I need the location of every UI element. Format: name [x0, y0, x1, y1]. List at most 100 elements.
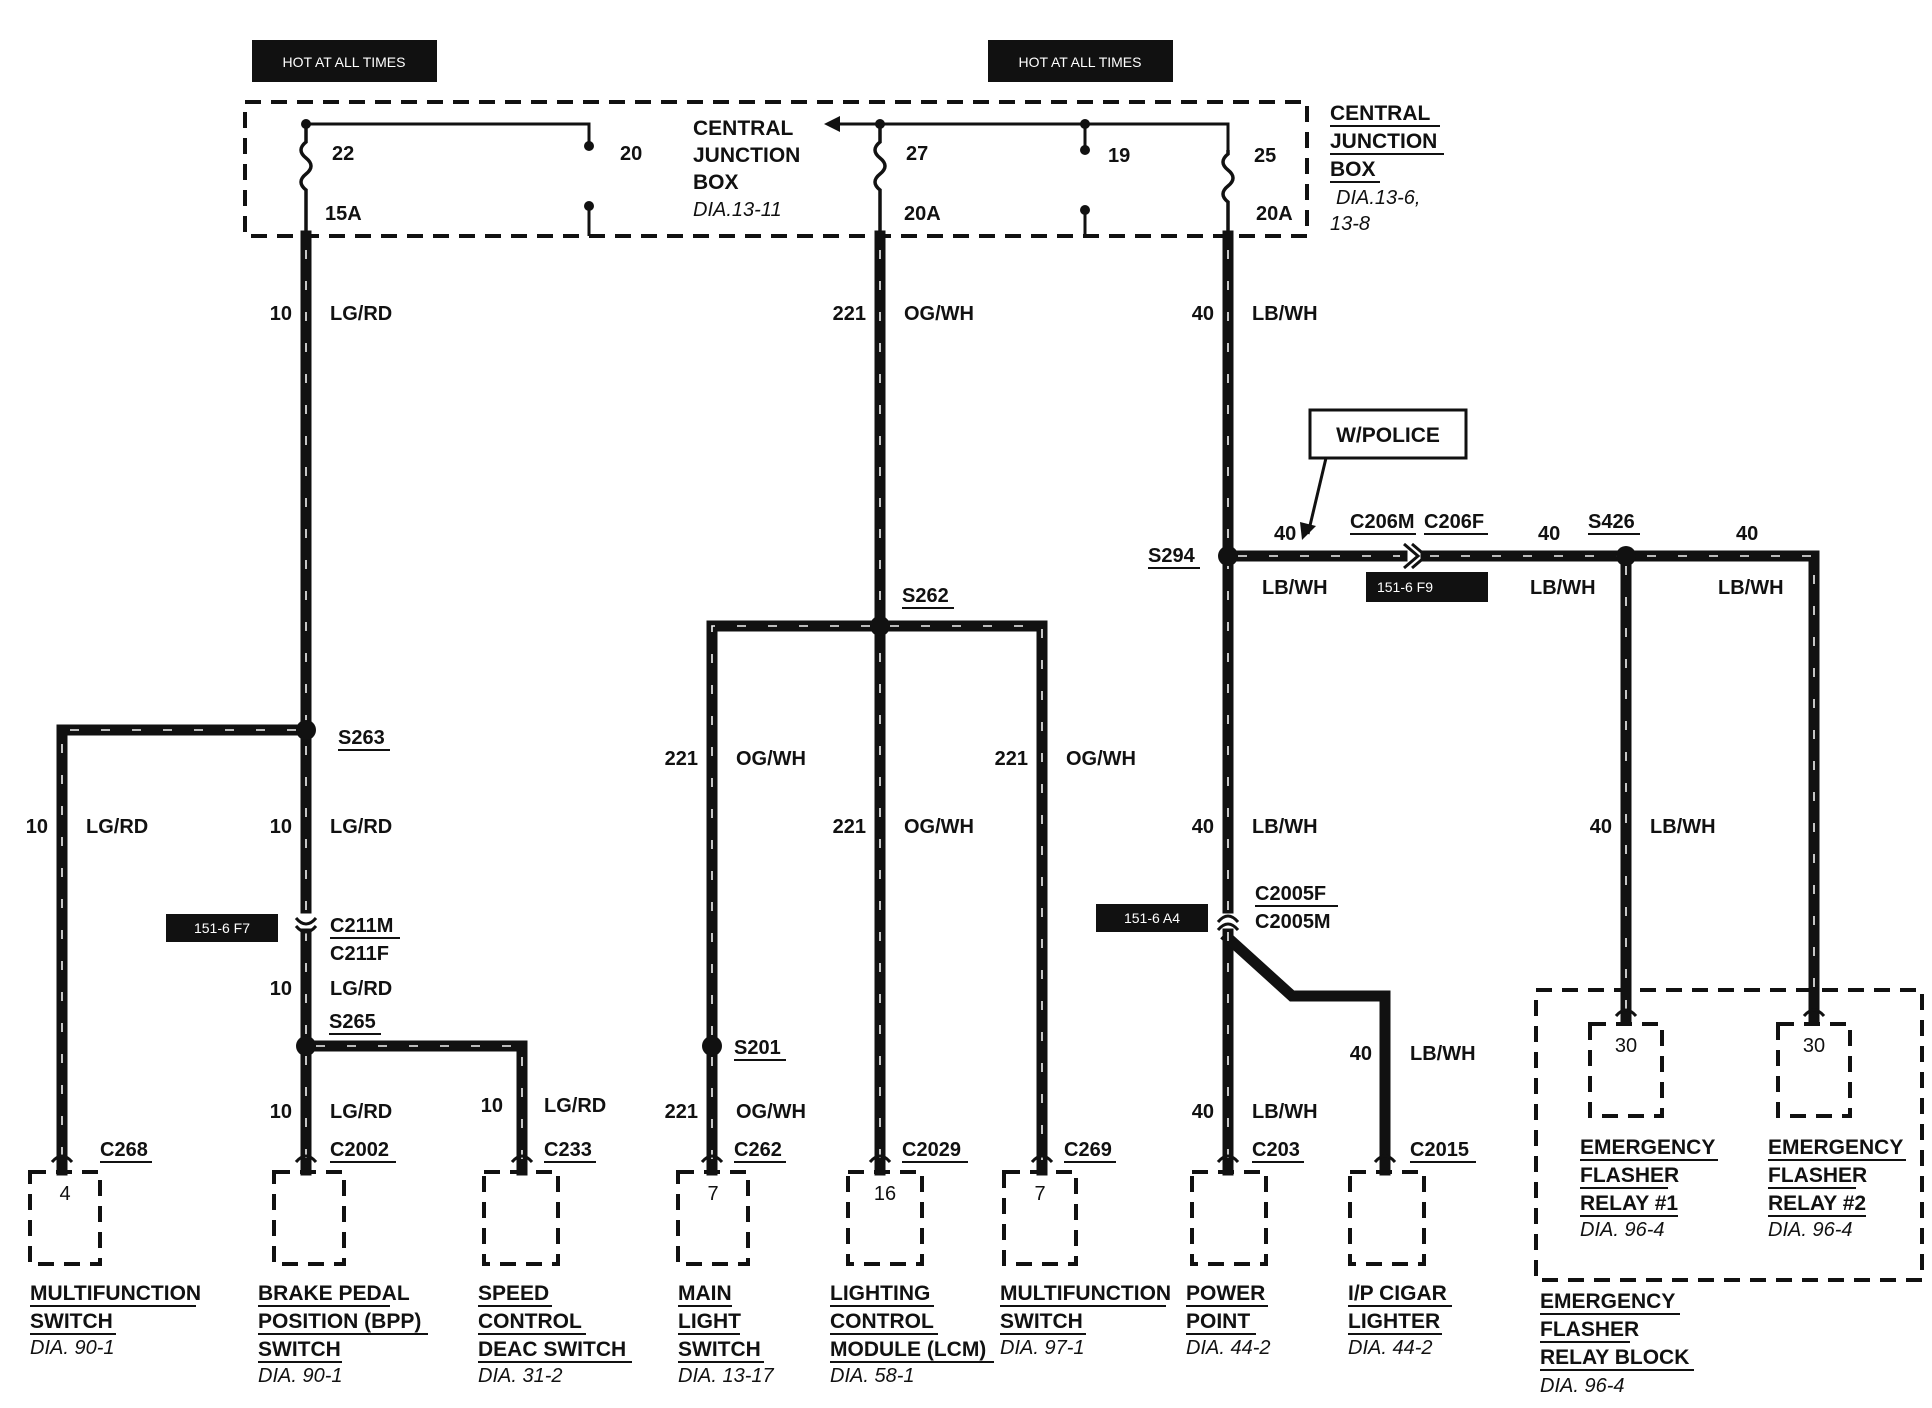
relay-2-name-1: EMERGENCY	[1768, 1136, 1903, 1159]
police-option-arrow-head	[1300, 522, 1316, 540]
relay-1-name-2: FLASHER	[1580, 1164, 1679, 1187]
splice-s262	[870, 616, 890, 636]
splice-s426-label: S426	[1588, 511, 1635, 533]
component-c269-connector: C269	[1064, 1139, 1112, 1161]
hot-tag-right: HOT AT ALL TIMES	[988, 40, 1173, 82]
wire-40-number-mid: 40	[1192, 816, 1214, 838]
component-c203-connector: C203	[1252, 1139, 1300, 1161]
component-c2002-name-3: SWITCH	[258, 1338, 341, 1361]
wire-40-color-pp: LB/WH	[1252, 1101, 1318, 1123]
wire-40-number-top: 40	[1192, 303, 1214, 325]
connector-c206f-label: C206F	[1424, 511, 1484, 533]
wire-40-number-pp: 40	[1192, 1101, 1214, 1123]
connector-c211f-label: C211F	[330, 943, 389, 965]
wire-circuit-221	[706, 230, 1048, 1176]
component-c203-name-1: POWER	[1186, 1282, 1265, 1305]
relay-block-name-1: EMERGENCY	[1540, 1290, 1675, 1313]
wire-221-number-top: 221	[833, 303, 866, 325]
wire-221-color-mls: OG/WH	[736, 748, 806, 770]
component-c233-connector: C233	[544, 1139, 592, 1161]
relay-block-label: EMERGENCY FLASHER RELAY BLOCK DIA. 96-4	[1540, 1290, 1694, 1397]
cjb-outer-label-1: CENTRAL	[1330, 102, 1430, 125]
wire-40-number-cig: 40	[1350, 1043, 1372, 1065]
component-c2015-name-2: LIGHTER	[1348, 1310, 1440, 1333]
splice-s263-label: S263	[338, 727, 385, 749]
cjb-bus-arrow	[824, 116, 840, 132]
wire-10-color-top: LG/RD	[330, 303, 392, 325]
fuse-25-rating: 20A	[1256, 203, 1293, 225]
component-c2029-name-2: CONTROL	[830, 1310, 934, 1333]
wire-40-color-cig: LB/WH	[1410, 1043, 1476, 1065]
fuse-22-symbol	[299, 124, 313, 236]
wire-10-color-mf: LG/RD	[86, 816, 148, 838]
fuse-27-symbol	[873, 124, 887, 236]
splice-s265	[296, 1036, 316, 1056]
wire-221-color-low: OG/WH	[736, 1101, 806, 1123]
relay-1-dia: DIA. 96-4	[1580, 1219, 1664, 1241]
relay-2-pin: 30	[1803, 1035, 1825, 1057]
component-c2002-name-2: POSITION (BPP)	[258, 1310, 421, 1333]
cjb-bus-right	[840, 122, 1230, 150]
wire-40-number-relay1: 40	[1590, 816, 1612, 838]
connector-c211m-label: C211M	[330, 915, 393, 937]
component-c269-name-2: SWITCH	[1000, 1310, 1083, 1333]
cjb-outer-dia-1: DIA.13-6,	[1336, 187, 1420, 209]
cjb-bus-node-19	[1080, 119, 1090, 129]
component-c262-name-3: SWITCH	[678, 1338, 761, 1361]
wire-10-color-bpp: LG/RD	[330, 1101, 392, 1123]
component-c2029-name-1: LIGHTING	[830, 1282, 930, 1305]
central-junction-box-outline	[243, 100, 1309, 238]
component-c233-name-2: CONTROL	[478, 1310, 582, 1333]
component-c2002-connector: C2002	[330, 1139, 389, 1161]
component-c2029-dia: DIA. 58-1	[830, 1365, 914, 1387]
relay-1-pin: 30	[1615, 1035, 1637, 1057]
component-c268-name-2: SWITCH	[30, 1310, 113, 1333]
c211-connector-symbol	[294, 916, 318, 926]
wire-10-number-low: 10	[270, 978, 292, 1000]
component-c2015-name-1: I/P CIGAR	[1348, 1282, 1447, 1305]
component-c2029-connector: C2029	[902, 1139, 961, 1161]
hot-tag-left: HOT AT ALL TIMES	[252, 40, 437, 82]
hot-tag-left-text: HOT AT ALL TIMES	[283, 54, 406, 70]
cjb-outer-label-2: JUNCTION	[1330, 130, 1437, 153]
wire-40-color-h2: LB/WH	[1530, 577, 1596, 599]
fuse-20-number: 20	[620, 143, 642, 165]
component-c2002-dia: DIA. 90-1	[258, 1365, 342, 1387]
fuse-22-number: 22	[332, 143, 354, 165]
component-c233-name-1: SPEED	[478, 1282, 549, 1305]
component-multifunction-switch-c269: 7 C269 MULTIFUNCTION SWITCH DIA. 97-1	[1000, 1139, 1171, 1359]
wire-40-number-h3: 40	[1736, 523, 1758, 545]
component-c2015-connector: C2015	[1410, 1139, 1469, 1161]
component-c268-name-1: MULTIFUNCTION	[30, 1282, 201, 1305]
fuse-27-rating: 20A	[904, 203, 941, 225]
component-lighting-control-module-c2029: 16 C2029 LIGHTING CONTROL MODULE (LCM) D…	[830, 1139, 994, 1387]
splice-s426	[1616, 546, 1636, 566]
wire-40-color-mid: LB/WH	[1252, 816, 1318, 838]
wire-10-number-mid: 10	[270, 816, 292, 838]
wire-10-color-low: LG/RD	[330, 978, 392, 1000]
cjb-outer-dia-2: 13-8	[1330, 213, 1370, 235]
wire-221-number-mf2: 221	[995, 748, 1028, 770]
component-c203-name-2: POINT	[1186, 1310, 1250, 1333]
component-c262-pin: 7	[707, 1183, 718, 1205]
component-c268-pin: 4	[59, 1183, 70, 1205]
component-c262-connector: C262	[734, 1139, 782, 1161]
component-c268-dia: DIA. 90-1	[30, 1337, 114, 1359]
component-c2029-name-3: MODULE (LCM)	[830, 1338, 986, 1361]
svg-text:151-6 F7: 151-6 F7	[194, 920, 250, 936]
relay-2-name-2: FLASHER	[1768, 1164, 1867, 1187]
c2005-connector-symbol	[1216, 914, 1240, 924]
component-c269-pin: 7	[1034, 1183, 1045, 1205]
cjb-inner-dia: DIA.13-11	[693, 199, 782, 221]
wire-10-number-speed: 10	[481, 1095, 503, 1117]
wire-10-color-speed: LG/RD	[544, 1095, 606, 1117]
component-terminal-symbols	[50, 1008, 1826, 1164]
wire-221-number-low: 221	[665, 1101, 698, 1123]
component-c262-name-2: LIGHT	[678, 1310, 741, 1333]
component-c269-dia: DIA. 97-1	[1000, 1337, 1084, 1359]
connector-c2005m-label: C2005M	[1255, 911, 1331, 933]
component-c2029-pin: 16	[874, 1183, 896, 1205]
svg-text:151-6 F9: 151-6 F9	[1377, 579, 1433, 595]
splice-s262-label: S262	[902, 585, 949, 607]
